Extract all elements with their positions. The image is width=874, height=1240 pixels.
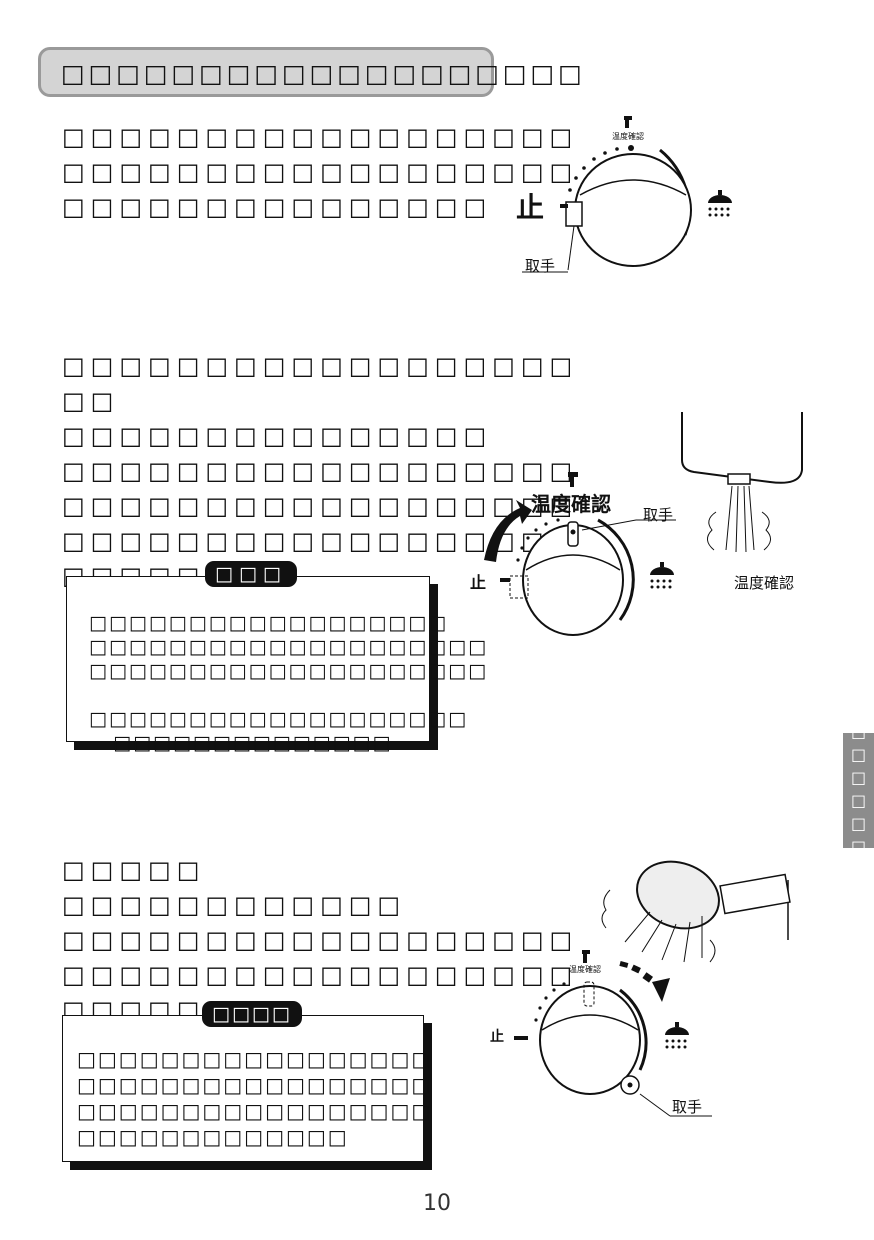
step3-shower-icon — [665, 1022, 689, 1049]
step3-shower-head — [601, 860, 791, 963]
step3-turn-arrow — [619, 961, 670, 1002]
step1-text: □□□□□□□□□□□□□□□□□□ □□□□□□□□□□□□□□□□□□ □□… — [62, 123, 579, 221]
step3-note-box: □□□□□□□□□□□□□□□□□ □□□□□□□□□□□□□□□□□ □□□□… — [62, 1015, 433, 1162]
step2-temp-label: 温度確認 — [531, 492, 611, 516]
section-title-banner: □□□□□□□□□□□□□□□□□□□ — [38, 47, 582, 97]
step2-note-badge: □□□ — [205, 561, 297, 587]
step1-dial — [574, 153, 692, 267]
step1-block: □□□□□□□□□□□□□□□□□□ □□□□□□□□□□□□□□□□□□ □□… — [62, 120, 579, 225]
step1-temp-label: 温度確認 — [612, 132, 644, 141]
step3-faucet-icon — [582, 950, 590, 963]
step2-note-text: □□□□□□□□□□□□□□□□□□ □□□□□□□□□□□□□□□□□□□□ … — [89, 612, 489, 754]
step2-water-stream — [707, 485, 771, 553]
step1-handle — [565, 201, 583, 227]
step2-faucet-icon — [568, 472, 578, 487]
step1-stop-label: 止 — [516, 191, 545, 224]
step2-turn-arrow — [484, 500, 532, 562]
side-index-tab[interactable]: □□□□□□ — [843, 722, 874, 860]
step1-faucet-icon — [624, 116, 632, 128]
step2-water-label: 温度確認 — [734, 574, 795, 592]
step2-handle-label: 取手 — [643, 506, 674, 524]
step2-dial-figure — [484, 412, 803, 636]
step2-block: □□□□□□□□□□□□□□□□□□ □□ □□□□□□□□□□□□□□□ □□… — [62, 349, 579, 594]
section-title: □□□□□□□□□□□□□□□□□□□ — [61, 59, 586, 88]
page-number: 10 — [423, 1191, 451, 1216]
step1-dots — [568, 147, 619, 192]
step2-heater — [681, 412, 803, 484]
step3-temp-label: 温度確認 — [569, 965, 601, 974]
step3-note-text: □□□□□□□□□□□□□□□□□ □□□□□□□□□□□□□□□□□ □□□□… — [77, 1047, 433, 1149]
step2-note-box: □□□□□□□□□□□□□□□□□□ □□□□□□□□□□□□□□□□□□□□ … — [66, 576, 486, 754]
step1-handle-label: 取手 — [525, 257, 556, 275]
step2-text: □□□□□□□□□□□□□□□□□□ □□ □□□□□□□□□□□□□□□ □□… — [62, 352, 579, 590]
step2-stop-label: 止 — [470, 573, 487, 592]
step3-block: □□□□□ □□□□□□□□□□□□ □□□□□□□□□□□□□□□□□□ □□… — [62, 853, 579, 1028]
step3-dial — [539, 985, 641, 1095]
step2-shower-icon — [650, 562, 674, 589]
step3-dial-figure — [514, 860, 791, 1117]
step1-dial-figure — [522, 116, 732, 273]
step3-text: □□□□□ □□□□□□□□□□□□ □□□□□□□□□□□□□□□□□□ □□… — [62, 856, 579, 1024]
step1-shower-icon — [708, 190, 732, 217]
step3-handle-label: 取手 — [672, 1098, 703, 1116]
step3-stop-label: 止 — [490, 1029, 504, 1045]
step3-note-badge: □□□□ — [202, 1001, 302, 1027]
